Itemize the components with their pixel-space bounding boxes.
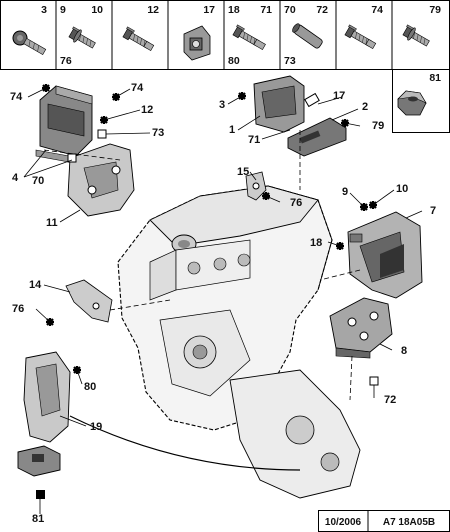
footer-reference: 10/2006 A7 18A05B [318,510,450,532]
header-cell-9-10[interactable]: 9 10 76 [60,4,103,67]
header-part-number: 18 [228,4,240,16]
callout-74[interactable]: 74 [10,91,23,103]
leader-lines [23,87,423,514]
clip-nut-icon [183,25,211,61]
header-part-number: 73 [284,55,296,67]
callout-15[interactable]: 15 [237,166,249,178]
header-cell-3[interactable]: 3 [10,4,47,58]
callout-labels: 74 74 12 73 4 70 11 3 17 2 1 71 79 15 76… [10,82,436,525]
callout-70[interactable]: 70 [32,175,44,187]
header-part-number: 76 [60,55,72,67]
callout-73[interactable]: 73 [152,127,164,139]
callout-18[interactable]: 18 [310,237,322,249]
callout-12[interactable]: 12 [141,104,153,116]
spacer-sleeve-icon [292,23,323,49]
gearbox-mount-8[interactable] [329,297,393,359]
header-cell-17[interactable]: 17 [183,4,215,61]
hex-nut-icon [397,90,427,116]
header-cell-79[interactable]: 79 [401,4,441,50]
header-cell-74[interactable]: 74 [343,4,383,50]
header-part-number: 79 [429,4,441,16]
callout-1[interactable]: 1 [229,124,235,136]
header-part-number: 17 [203,4,215,16]
engine-mount-center[interactable] [253,75,347,157]
engine-block-icon [117,185,361,499]
bolt-flanged-icon [401,24,432,49]
engine-mount-right[interactable] [347,211,423,299]
bolt-washer-icon [67,26,98,51]
callout-11[interactable]: 11 [46,217,58,229]
header-part-number: 12 [147,4,159,16]
callout-17[interactable]: 17 [333,90,345,102]
bolt-flanged-icon [12,30,47,56]
bolt-long-icon [121,26,155,52]
callout-7[interactable]: 7 [430,205,436,217]
callout-9[interactable]: 9 [342,186,348,198]
footer-ref-code: A7 18A05B [383,517,435,528]
callout-3[interactable]: 3 [219,99,225,111]
square-marker-icon [97,129,107,139]
callout-80[interactable]: 80 [84,381,96,393]
header-part-number: 72 [316,4,328,16]
callout-19[interactable]: 19 [90,421,102,433]
side-part-number: 81 [429,72,441,84]
lower-mount-19[interactable] [17,351,71,477]
footer-date: 10/2006 [325,517,362,528]
callout-72[interactable]: 72 [384,394,396,406]
bracket-15[interactable] [245,171,267,201]
square-marker-icon [369,376,379,386]
callout-76[interactable]: 76 [12,303,24,315]
callout-8[interactable]: 8 [401,345,407,357]
header-part-number: 70 [284,4,296,16]
header-part-number: 74 [371,4,383,16]
header-part-number: 10 [91,4,103,16]
bolt-long-icon [231,24,266,51]
header-cell-18-71[interactable]: 18 71 80 [228,4,272,67]
callout-14[interactable]: 14 [29,279,42,291]
bolt-long-icon [343,24,377,50]
callout-10[interactable]: 10 [396,183,408,195]
header-part-number: 3 [41,4,47,16]
square-marker-icon [36,490,45,499]
header-part-number: 9 [60,4,66,16]
header-cell-70-72[interactable]: 70 72 73 [284,4,328,67]
callout-74[interactable]: 74 [131,82,144,94]
header-cell-12[interactable]: 12 [121,4,159,52]
callout-71[interactable]: 71 [248,134,260,146]
header-part-number: 71 [260,4,272,16]
callout-2[interactable]: 2 [362,101,368,113]
callout-76[interactable]: 76 [290,197,302,209]
mount-bracket-11[interactable] [67,143,135,217]
callout-4[interactable]: 4 [12,172,19,184]
header-part-number: 80 [228,55,240,67]
bracket-14[interactable] [65,279,113,323]
side-cell-81[interactable]: 81 [392,69,450,133]
engine-mount-left[interactable] [35,85,93,165]
callout-81[interactable]: 81 [32,513,44,525]
callout-79[interactable]: 79 [372,120,384,132]
